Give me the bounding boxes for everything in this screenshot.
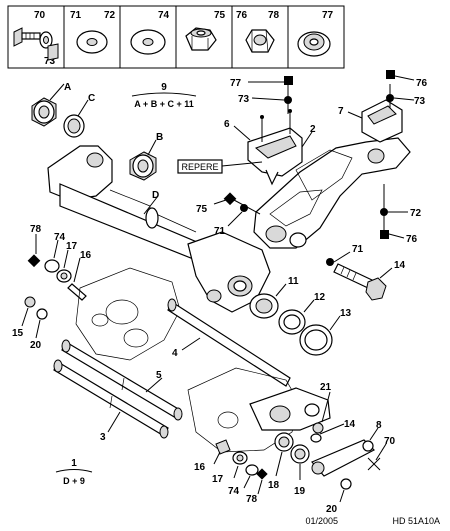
hardware-legend-table: 70 73 71 72 74 75 bbox=[7, 5, 345, 69]
fastener-stack-left-upper bbox=[27, 234, 87, 301]
callout-a: A bbox=[64, 82, 71, 93]
callout-12: 12 bbox=[314, 292, 326, 303]
ring-13 bbox=[299, 315, 341, 356]
kit-1-number: 1 bbox=[71, 458, 77, 469]
fastener-callouts-right bbox=[380, 184, 408, 239]
mounting-block-7 bbox=[347, 70, 415, 143]
cap-20-left bbox=[35, 308, 48, 339]
callout-78-bottom: 78 bbox=[246, 494, 258, 505]
fastener-callouts-top-center bbox=[248, 76, 293, 114]
fastener-stack-left-lower bbox=[213, 439, 268, 495]
left-housing-outline bbox=[75, 267, 181, 361]
cap-20-bottom bbox=[339, 478, 352, 503]
callout-70: 70 bbox=[384, 436, 396, 447]
right-housing-outline bbox=[187, 367, 331, 453]
callout-13: 13 bbox=[340, 308, 352, 319]
repere-label: REPERE bbox=[181, 162, 218, 172]
bearing-11 bbox=[249, 283, 287, 319]
callout-16-bottom: 16 bbox=[194, 462, 206, 473]
bolt-icon bbox=[13, 27, 59, 61]
callout-74-left: 74 bbox=[54, 232, 66, 243]
fastener-callouts-arm-left bbox=[213, 192, 261, 227]
legend-label-74: 74 bbox=[158, 10, 170, 21]
callout-11: 11 bbox=[288, 276, 299, 287]
kit-9-number: 9 bbox=[161, 82, 167, 93]
callout-18: 18 bbox=[268, 480, 280, 491]
flange-nut-icon bbox=[297, 31, 331, 57]
callout-73-right: 73 bbox=[414, 96, 426, 107]
kit-1-contents: D + 9 bbox=[63, 476, 85, 486]
callout-c: C bbox=[88, 93, 95, 104]
legend-label-73: 73 bbox=[44, 56, 56, 67]
legend-label-78: 78 bbox=[268, 10, 280, 21]
callout-16-left: 16 bbox=[80, 250, 92, 261]
callout-73: 73 bbox=[238, 94, 250, 105]
lever-8 bbox=[311, 427, 379, 477]
callout-74-bottom: 74 bbox=[228, 486, 240, 497]
bump-stop-bracket-6 bbox=[233, 109, 303, 186]
lower-right-fasteners bbox=[274, 391, 345, 480]
callout-17-left: 17 bbox=[66, 241, 78, 252]
callout-b: B bbox=[156, 132, 163, 143]
callout-71: 71 bbox=[214, 226, 226, 237]
fastener-70 bbox=[367, 443, 387, 471]
flat-washer-icon bbox=[130, 29, 166, 55]
legend-label-71: 71 bbox=[70, 10, 82, 21]
callout-20-left: 20 bbox=[30, 340, 42, 351]
callout-21: 21 bbox=[320, 382, 332, 393]
seal-c bbox=[63, 99, 89, 138]
callout-76-right: 76 bbox=[406, 234, 418, 245]
callout-17-bottom: 17 bbox=[212, 474, 224, 485]
legend-label-75: 75 bbox=[214, 10, 226, 21]
main-axle-tube bbox=[47, 145, 271, 313]
callout-78-left: 78 bbox=[30, 224, 42, 235]
callout-4: 4 bbox=[172, 348, 178, 359]
kit-9-contents: A + B + C + 11 bbox=[134, 99, 193, 109]
nylock-nut-icon bbox=[185, 27, 217, 51]
grease-nipple-15 bbox=[21, 296, 36, 327]
footer-date: 01/2005 bbox=[305, 516, 338, 526]
seal-12 bbox=[278, 299, 315, 335]
callout-20-bottom: 20 bbox=[326, 504, 338, 515]
kit-9-formula: 9 A + B + C + 11 bbox=[131, 82, 197, 109]
callout-5: 5 bbox=[156, 370, 162, 381]
callout-7: 7 bbox=[338, 106, 344, 117]
callout-8: 8 bbox=[376, 420, 382, 431]
washer-icon bbox=[76, 30, 108, 54]
callout-2: 2 bbox=[310, 124, 316, 135]
callout-71-right: 71 bbox=[352, 244, 364, 255]
legend-label-70: 70 bbox=[34, 10, 46, 21]
kit-1-formula: 1 D + 9 bbox=[55, 458, 93, 486]
callout-14-top: 14 bbox=[394, 260, 406, 271]
legend-label-77: 77 bbox=[322, 10, 334, 21]
legend-label-72: 72 bbox=[104, 10, 116, 21]
torsion-bar-3 bbox=[53, 359, 169, 439]
callout-75: 75 bbox=[196, 204, 208, 215]
legend-label-76: 76 bbox=[236, 10, 248, 21]
hex-nut-icon bbox=[245, 29, 275, 53]
pivot-bolt-14 bbox=[326, 251, 393, 301]
callout-d: D bbox=[152, 190, 159, 201]
callout-14-bottom: 14 bbox=[344, 419, 356, 430]
bearing-b bbox=[129, 139, 157, 181]
callout-19: 19 bbox=[294, 486, 306, 497]
callout-72: 72 bbox=[410, 208, 422, 219]
torsion-bar-4 bbox=[167, 298, 291, 387]
footer-reference: HD 51A10A bbox=[392, 516, 440, 526]
torsion-bar-5 bbox=[61, 339, 183, 421]
bearing-a bbox=[31, 83, 65, 127]
callout-76-top: 76 bbox=[416, 78, 428, 89]
callout-77: 77 bbox=[230, 78, 242, 89]
callout-15: 15 bbox=[12, 328, 24, 339]
callout-6: 6 bbox=[224, 119, 230, 130]
trailing-arm-2 bbox=[253, 131, 411, 249]
callout-3: 3 bbox=[100, 432, 106, 443]
repere-marker: REPERE bbox=[177, 159, 263, 174]
